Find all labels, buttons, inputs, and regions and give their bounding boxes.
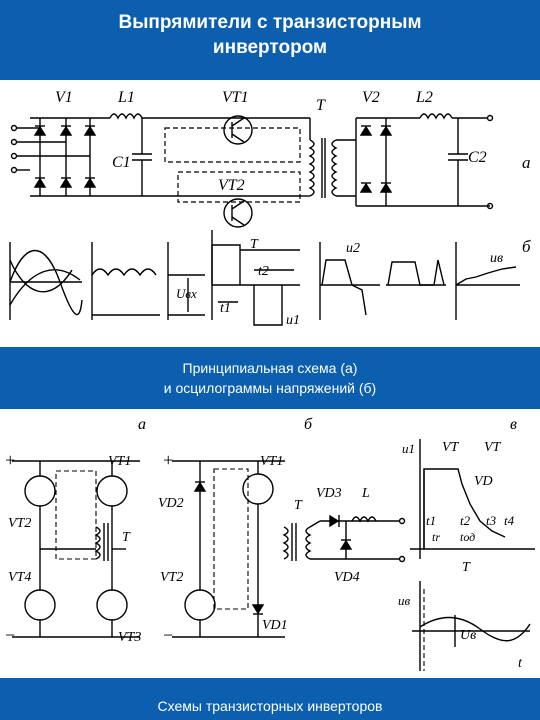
- caption-mid-line-1: Принципиальная схема (а): [182, 360, 358, 376]
- current-loops: [164, 127, 301, 203]
- label-c1: C1: [112, 154, 131, 171]
- transformer-t-secondary: [331, 139, 338, 197]
- inverter-diagram-panel: а б в VT1 VT2 VT4 VT3 T VT1 VD2 T VT2 VD…: [0, 409, 540, 678]
- label-u2: u2: [346, 241, 360, 256]
- transistor-vt4-a: [24, 589, 56, 621]
- label-b: б: [522, 237, 531, 256]
- label-ubx: Uвх: [176, 286, 197, 301]
- label-c2: C2: [468, 149, 487, 166]
- diode-bridge-v2: [359, 125, 393, 193]
- caption-bottom-text: Схемы транзисторных инверторов: [157, 698, 383, 714]
- terminal: [10, 124, 18, 132]
- caption-mid-line-2: и осцилограммы напряжений (б): [163, 380, 377, 396]
- transistor-vt2-a: [24, 475, 56, 507]
- transformer-t-a: [94, 526, 101, 560]
- transistor-vt1: [223, 115, 253, 145]
- label-b: б: [304, 416, 313, 433]
- label-u1: u1: [286, 313, 300, 328]
- inductor-l2: [419, 113, 453, 120]
- transformer-t-b: [282, 526, 289, 560]
- label-t: T: [316, 97, 326, 114]
- label-t2: t2: [258, 264, 269, 279]
- waveforms: [9, 230, 520, 326]
- label-vt1-b: VT1: [260, 454, 283, 469]
- label-vt-right: VT: [484, 440, 502, 455]
- label-vd: VD: [474, 474, 493, 489]
- label-l1: L1: [117, 89, 135, 106]
- label-v1: V1: [55, 89, 73, 106]
- label-ub: uв: [490, 251, 503, 266]
- terminal: [10, 166, 18, 174]
- rectifier-diagram-panel: V1 L1 VT1 T V2 L2 C1 C2 VT2 a б T t2 t1 …: [0, 80, 540, 347]
- label-period: T: [462, 560, 471, 575]
- caption-band-bottom: Схемы транзисторных инверторов: [0, 678, 540, 720]
- label-ub: uв: [398, 593, 411, 608]
- label-t3: t3: [486, 513, 497, 528]
- terminal: [10, 152, 18, 160]
- transformer-t-primary: [308, 139, 315, 197]
- inductor-l1: [109, 113, 143, 120]
- transistor-inverter-schematics: а б в VT1 VT2 VT4 VT3 T VT1 VD2 T VT2 VD…: [4, 416, 535, 671]
- label-vt4-a: VT4: [8, 570, 31, 585]
- label-period: T: [250, 237, 259, 252]
- inductor-l: [351, 516, 377, 523]
- label-l: L: [361, 486, 370, 501]
- label-l2: L2: [415, 89, 433, 106]
- label-vt2: VT2: [218, 177, 245, 194]
- label-vd4: VD4: [334, 570, 360, 585]
- transistor-vt1-a: [96, 475, 128, 507]
- title-line-2: инвертором: [212, 37, 328, 58]
- label-time: t: [518, 656, 523, 671]
- label-plus-b: +: [162, 450, 174, 470]
- diode-vd2: [193, 481, 207, 492]
- current-paths: [55, 468, 425, 671]
- label-minus-b: −: [162, 625, 174, 645]
- title-line-1: Выпрямители с транзисторным: [118, 12, 422, 33]
- transistor-vt1-b: [242, 473, 274, 505]
- label-minus-a: −: [4, 625, 16, 645]
- title-banner: Выпрямители с транзисторным инвертором: [0, 0, 540, 80]
- transistor-vt2-b: [184, 589, 216, 621]
- label-vt: VT: [442, 440, 460, 455]
- label-t-a: T: [122, 530, 131, 545]
- diode-vd4: [339, 539, 353, 550]
- transistor-vt3-a: [96, 589, 128, 621]
- label-u1: u1: [402, 441, 415, 456]
- label-t-b: T: [294, 498, 303, 513]
- label-ub-big: Uв: [460, 628, 476, 643]
- label-t4: t4: [504, 513, 515, 528]
- terminal: [10, 138, 18, 146]
- caption-band-middle: Принципиальная схема (а) и осцилограммы …: [0, 347, 540, 409]
- label-tr: tr: [432, 530, 440, 544]
- label-v2: V2: [362, 89, 380, 106]
- label-vt2-a: VT2: [8, 516, 31, 531]
- label-vd2: VD2: [158, 496, 184, 511]
- label-vt2-b: VT2: [160, 570, 183, 585]
- label-vd3: VD3: [316, 486, 342, 501]
- label-t1: t1: [426, 513, 436, 528]
- label-tod: tод: [460, 530, 475, 544]
- transistor-vt2: [223, 198, 253, 228]
- label-vt1: VT1: [222, 89, 249, 106]
- diode-vd1: [251, 604, 265, 615]
- rectifier-inverter-schematic: V1 L1 VT1 T V2 L2 C1 C2 VT2 a б T t2 t1 …: [9, 89, 531, 328]
- diode-bridge-v1: [33, 125, 97, 188]
- label-vt3-a: VT3: [118, 630, 141, 645]
- label-t2: t2: [460, 513, 471, 528]
- label-vt1-a: VT1: [108, 454, 131, 469]
- label-plus-a: +: [4, 450, 16, 470]
- label-t1: t1: [220, 301, 231, 316]
- label-vd1: VD1: [262, 618, 288, 633]
- label-v: в: [510, 416, 517, 433]
- diode-vd3: [329, 514, 340, 528]
- label-a: а: [138, 416, 146, 433]
- label-a: a: [522, 153, 531, 172]
